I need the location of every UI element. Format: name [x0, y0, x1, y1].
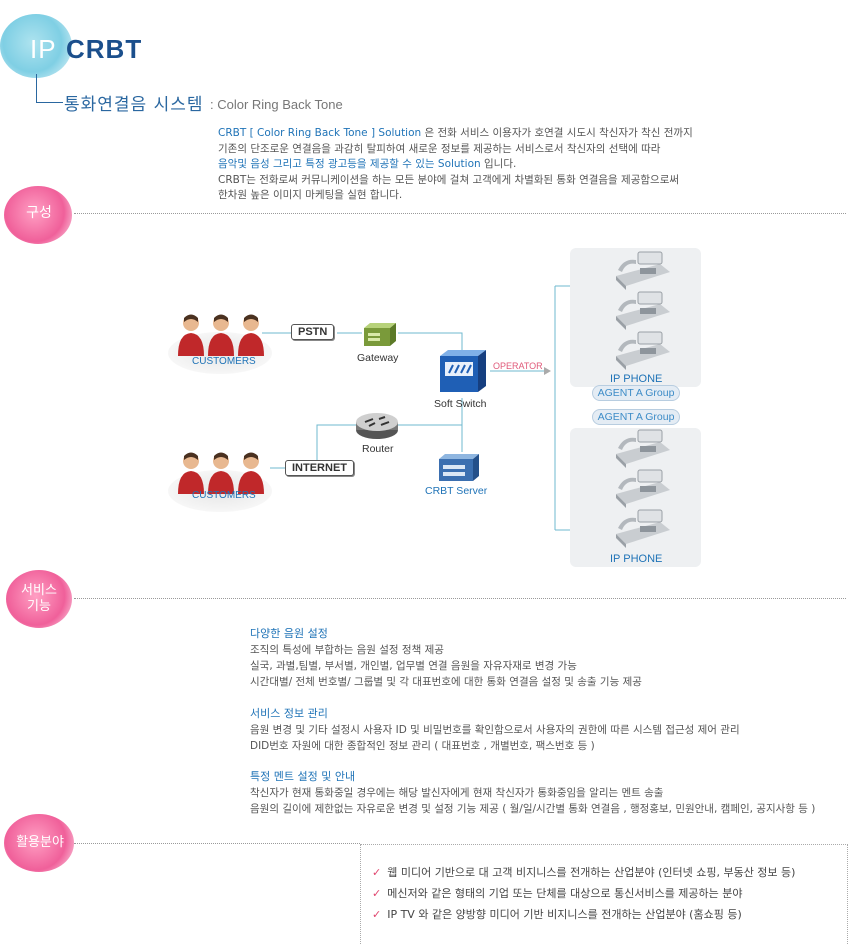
section-divider-composition	[74, 213, 846, 214]
title-crbt: CRBT	[66, 34, 143, 64]
service-line: 착신자가 현재 통화중일 경우에는 해당 발신자에게 현재 착신자가 통화중임을…	[250, 787, 664, 799]
person-icon	[208, 314, 234, 356]
service-line: 조직의 특성에 부합하는 음원 설정 정책 제공	[250, 644, 444, 656]
service-block-3: 특정 멘트 설정 및 안내 착신자가 현재 통화중일 경우에는 해당 발신자에게…	[250, 769, 850, 817]
section-title-services: 서비스 기능	[14, 583, 64, 615]
field-text: IP TV 와 같은 양방향 미디어 기반 비지니스를 전개하는 산업분야 (홈…	[387, 908, 742, 921]
ip-phone-bottom-label: IP PHONE	[610, 553, 663, 565]
intro-line-2: 기존의 단조로운 연결음을 과감히 탈피하여 새로운 정보를 제공하는 서비스로…	[218, 142, 661, 155]
service-line: 음원의 길이에 제한없는 자유로운 변경 및 설정 기능 제공 ( 월/일/시간…	[250, 803, 816, 815]
intro-highlight-2: 음악및 음성 그리고 특정 광고등을 제공할 수 있는 Solution	[218, 158, 481, 170]
person-icon	[238, 452, 264, 494]
crbt-server-icon	[439, 454, 479, 481]
list-item: ✓ 메신저와 같은 형태의 기업 또는 단체를 대상으로 통신서비스를 제공하는 …	[372, 883, 795, 904]
check-icon: ✓	[372, 887, 382, 900]
phone-icon	[616, 429, 670, 468]
operator-arrow-icon	[544, 367, 551, 375]
check-icon: ✓	[372, 866, 382, 879]
phone-icon	[616, 251, 670, 290]
phone-icon	[616, 331, 670, 370]
agent-group-badge-2: AGENT A Group	[592, 409, 680, 425]
section-title-services-line-2: 기능	[27, 599, 51, 614]
network-diagram	[262, 266, 612, 531]
field-text: 웹 미디어 기반으로 대 고객 비지니스를 전개하는 산업분야 (인터넷 쇼핑,…	[387, 866, 796, 879]
ip-phone-top-group	[616, 251, 670, 370]
gateway-label: Gateway	[357, 352, 399, 364]
customer-group-top-icon	[178, 314, 264, 356]
person-icon	[178, 314, 204, 356]
crbt-server-label: CRBT Server	[425, 485, 488, 497]
service-title-3: 특정 멘트 설정 및 안내	[250, 770, 356, 783]
person-icon	[238, 314, 264, 356]
list-item: ✓ IP TV 와 같은 양방향 미디어 기반 비지니스를 전개하는 산업분야 (…	[372, 904, 795, 925]
fields-list: ✓ 웹 미디어 기반으로 대 고객 비지니스를 전개하는 산업분야 (인터넷 쇼핑…	[372, 862, 795, 925]
service-title-2: 서비스 정보 관리	[250, 707, 328, 720]
section-title-composition: 구성	[26, 205, 52, 221]
ip-phone-top-label: IP PHONE	[610, 373, 663, 385]
customers-top-label: CUSTOMERS	[192, 356, 256, 367]
section-divider-fields	[74, 843, 360, 844]
person-icon	[208, 452, 234, 494]
operator-label: OPERATOR	[493, 361, 543, 371]
intro-highlight-1: CRBT [ Color Ring Back Tone ] Solution	[218, 127, 422, 139]
customers-bottom-label: CUSTOMERS	[192, 490, 256, 501]
subtitle-korean: 통화연결음 시스템	[64, 95, 204, 115]
customer-group-bottom-icon	[178, 452, 264, 494]
section-bubble-composition	[4, 186, 72, 244]
service-title-1: 다양한 음원 설정	[250, 627, 328, 640]
soft-switch-icon	[440, 350, 486, 392]
title-bubble	[0, 14, 72, 78]
fields-box	[360, 844, 848, 944]
intro-line-4: CRBT는 전화로써 커뮤니케이션을 하는 모든 분야에 걸쳐 고객에게 차별화…	[218, 173, 680, 186]
field-text: 메신저와 같은 형태의 기업 또는 단체를 대상으로 통신서비스를 제공하는 분…	[387, 887, 743, 900]
intro-line-3: 입니다.	[480, 158, 517, 170]
ip-phone-bottom-group	[616, 429, 670, 548]
gateway-icon	[364, 323, 396, 346]
router-icon	[356, 413, 398, 439]
section-divider-services	[74, 598, 846, 599]
service-block-2: 서비스 정보 관리 음원 변경 및 기타 설정시 사용자 ID 및 비밀번호를 …	[250, 706, 850, 754]
service-block-1: 다양한 음원 설정 조직의 특성에 부합하는 음원 설정 정책 제공 실국, 과…	[250, 626, 850, 690]
section-title-fields: 활용분야	[16, 835, 64, 850]
internet-tag: INTERNET	[285, 460, 354, 476]
service-line: DID번호 자원에 대한 종합적인 정보 관리 ( 대표번호 , 개별번호, 팩…	[250, 740, 595, 752]
router-label: Router	[362, 443, 394, 455]
intro-line-1: 은 전화 서비스 이용자가 호연결 시도시 착신자가 착신 전까지	[421, 127, 693, 139]
agent-group-badge-1: AGENT A Group	[592, 385, 680, 401]
list-item: ✓ 웹 미디어 기반으로 대 고객 비지니스를 전개하는 산업분야 (인터넷 쇼핑…	[372, 862, 795, 883]
check-icon: ✓	[372, 908, 382, 921]
subtitle-connector	[36, 74, 63, 103]
service-line: 시간대별/ 전체 번호별/ 그룹별 및 각 대표번호에 대한 통화 연결음 설정…	[250, 676, 642, 688]
section-bubble-services	[6, 570, 72, 628]
service-line: 실국, 과별,팀별, 부서별, 개인별, 업무별 연결 음원을 자유자재로 변경…	[250, 660, 577, 672]
pstn-tag: PSTN	[291, 324, 335, 340]
section-title-services-line-1: 서비스	[21, 583, 57, 598]
phone-icon	[616, 469, 670, 508]
person-icon	[178, 452, 204, 494]
phone-icon	[616, 291, 670, 330]
section-bubble-fields	[4, 814, 74, 872]
service-line: 음원 변경 및 기타 설정시 사용자 ID 및 비밀번호를 확인함으로서 사용자…	[250, 724, 740, 736]
phone-icon	[616, 509, 670, 548]
intro-line-5: 한차원 높은 이미지 마케팅을 실현 합니다.	[218, 189, 403, 201]
subtitle-english: : Color Ring Back Tone	[210, 97, 343, 112]
intro-text: CRBT [ Color Ring Back Tone ] Solution 은…	[218, 126, 848, 204]
title-ip: IP	[30, 34, 57, 64]
soft-switch-label: Soft Switch	[434, 398, 487, 410]
